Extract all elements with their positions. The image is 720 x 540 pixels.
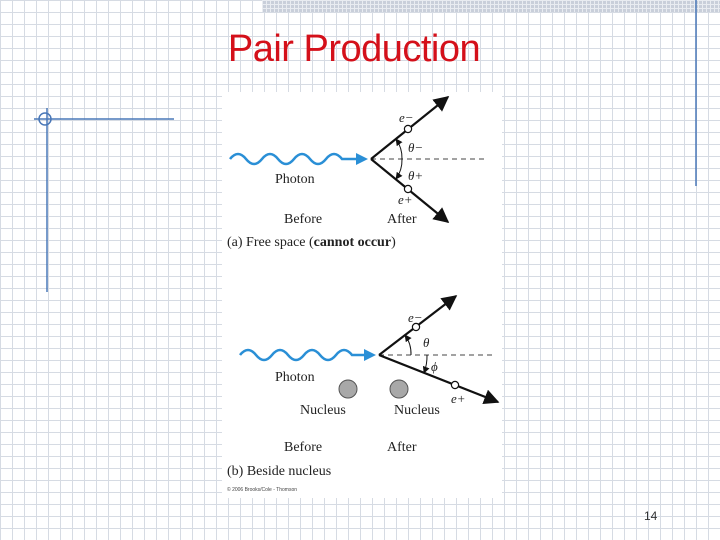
caption-a: (a) Free space (cannot occur) (227, 235, 396, 250)
theta-angle-arc (404, 334, 412, 356)
photon-wave-a (228, 152, 356, 166)
caption-a-suffix: ) (391, 235, 396, 250)
before-label-b: Before (284, 440, 322, 455)
electron-dot-b (411, 322, 421, 332)
caption-b: (b) Beside nucleus (227, 464, 331, 479)
positron-label-a: e+ (398, 192, 413, 207)
photon-label-b: Photon (275, 370, 315, 385)
positron-label-b: e+ (451, 391, 466, 406)
caption-a-prefix: (a) Free space ( (227, 235, 314, 250)
nucleus-after (389, 379, 409, 399)
photon-wave-b (238, 348, 364, 362)
theta-minus-label: θ− (408, 140, 423, 155)
photon-arrowhead-b (364, 349, 376, 361)
theta-minus-angle-arc (395, 138, 403, 160)
nucleus-before (338, 379, 358, 399)
panel-b: e− θ ϕ e+ Photon Nucleus Nucleus Before … (227, 295, 500, 493)
top-decorative-band (262, 0, 720, 12)
photon-label-a: Photon (275, 172, 315, 187)
caption-a-bold: cannot occur (314, 235, 391, 250)
phi-angle-arc (422, 354, 430, 374)
nucleus-after-label: Nucleus (394, 403, 440, 418)
theta-plus-angle-arc (395, 158, 403, 180)
theta-label-b: θ (423, 335, 430, 350)
electron-label-b: e− (408, 310, 423, 325)
after-label-a: After (387, 212, 417, 227)
slide-title: Pair Production (227, 28, 481, 70)
positron-dot-b (450, 380, 460, 390)
page-number: 14 (644, 509, 658, 523)
photon-arrowhead-a (356, 153, 368, 165)
copyright-notice: © 2006 Brooks/Cole - Thomson (227, 486, 297, 493)
before-label-a: Before (284, 212, 322, 227)
positron-track-b (378, 353, 500, 405)
pair-production-figure: e− θ− θ+ e+ Photon Before After (a) Free… (222, 92, 502, 498)
pair-production-diagram: e− θ− θ+ e+ Photon Before After (a) Free… (227, 96, 500, 493)
decor-circle (38, 112, 52, 126)
electron-label-a: e− (399, 110, 414, 125)
electron-dot-a (403, 124, 413, 134)
positron-dot-a (403, 184, 413, 194)
theta-plus-label: θ+ (408, 168, 423, 183)
nucleus-before-label: Nucleus (300, 403, 346, 418)
phi-label-b: ϕ (431, 359, 438, 374)
panel-a: e− θ− θ+ e+ Photon Before After (a) Free… (227, 96, 486, 250)
after-label-b: After (387, 440, 417, 455)
